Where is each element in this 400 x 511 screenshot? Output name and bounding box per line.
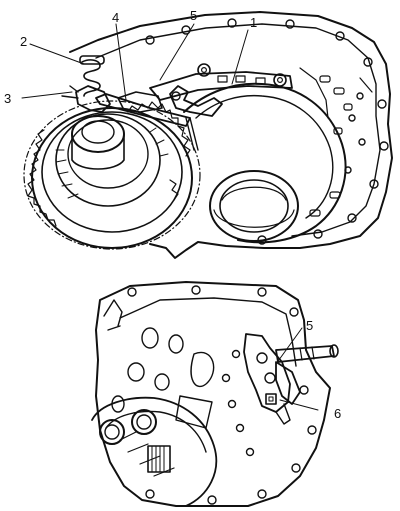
top-illustration: 1 2 3 4 5: [4, 8, 393, 259]
part-bracket-plate: [243, 333, 291, 413]
top-clutch-drum: [183, 82, 347, 244]
part-manual-shaft: [275, 345, 335, 363]
callout-2: 2: [20, 34, 27, 49]
top-pawl-spring: [61, 55, 111, 113]
top-case-outline: [69, 11, 393, 259]
callout-6: 6: [334, 406, 341, 421]
top-linkage: [95, 63, 293, 151]
top-case-bolt-holes: [145, 18, 389, 245]
bottom-clutch-pack: [91, 396, 218, 507]
top-case-inner-edge: [95, 23, 381, 237]
bottom-manual-shaft-assembly: [243, 333, 339, 425]
callout-5-bottom: 5: [306, 318, 313, 333]
callout-3: 3: [4, 91, 11, 106]
bottom-case-inner: [119, 297, 297, 367]
bottom-cast-details: [103, 299, 215, 429]
bottom-illustration: 5 6: [91, 281, 341, 507]
part-detent-lever-bottom: [275, 361, 301, 405]
callout-5-top: 5: [190, 8, 197, 23]
bottom-bolt-holes: [127, 285, 317, 505]
top-leader-lines: [21, 23, 249, 101]
part-spring: [81, 59, 101, 97]
callout-1: 1: [250, 15, 257, 30]
callout-4: 4: [112, 10, 119, 25]
bottom-leader-lines: [275, 327, 319, 411]
top-cast-details: [299, 67, 373, 217]
part-park-rod: [95, 93, 191, 127]
part-detent-lever: [169, 85, 223, 117]
part-pawl: [75, 85, 111, 113]
